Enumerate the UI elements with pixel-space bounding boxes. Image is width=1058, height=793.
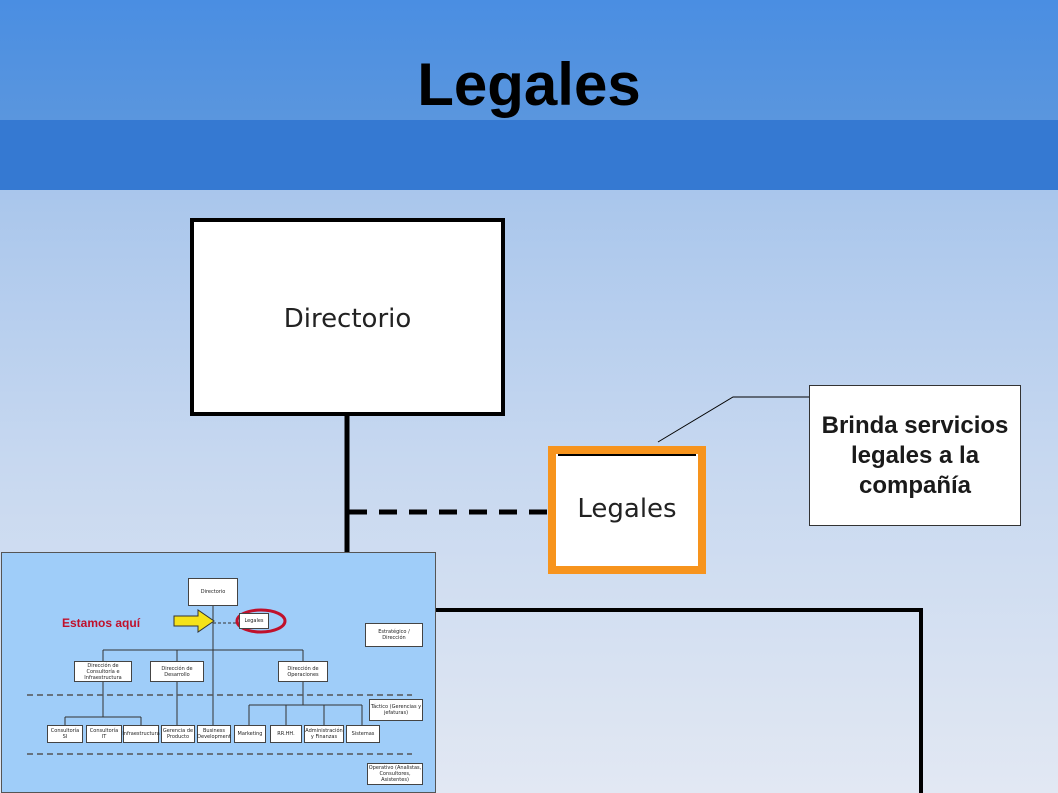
directorio-label: Directorio [283, 304, 412, 334]
callout-box: Brinda servicios legales a la compañía [809, 385, 1021, 526]
legales-box-highlighted: Legales [548, 446, 706, 574]
thumb-level-estrategico: Estratégico / Dirección [365, 623, 423, 647]
legales-box-top-line [558, 454, 696, 456]
thumb-level-tactico: Táctico (Gerencias y jefaturas) [369, 699, 423, 721]
slide-title: Legales [417, 51, 641, 118]
lower-box-outline [436, 608, 923, 793]
you-are-here-label: Estamos aquí [62, 616, 141, 630]
callout-leader-line [657, 396, 809, 443]
thumb-infraestructura: Infraestructura [122, 725, 160, 743]
thumbnail-lines [27, 606, 412, 755]
thumb-dir-desarrollo: Dirección de Desarrollo [150, 661, 204, 682]
thumb-administracion: Administración y Finanzas [304, 725, 344, 743]
thumb-consultoria-it: Consultoría IT [86, 725, 122, 743]
thumb-dir-operaciones: Dirección de Operaciones [278, 661, 328, 682]
header-band [0, 0, 1058, 120]
thumb-rrhh: RR.HH. [270, 725, 302, 743]
thumb-level-operativo: Operativo (Analistas, Consultores, Asist… [367, 763, 423, 785]
thumb-directorio: Directorio [188, 578, 238, 606]
directorio-box: Directorio [190, 218, 505, 416]
thumb-gerencia-producto: Gerencia de Producto [161, 725, 195, 743]
thumb-business-development: Business Development [197, 725, 231, 743]
thumb-consultoria-si: Consultoría SI [47, 725, 83, 743]
thumb-sistemas: Sistemas [346, 725, 380, 743]
thumb-legales: Legales [239, 613, 269, 629]
slide-header: Legales [0, 0, 1058, 190]
here-marker-circle [235, 608, 287, 634]
legales-label: Legales [577, 494, 677, 524]
callout-text: Brinda servicios legales a la compañía [821, 411, 1009, 499]
org-chart-thumbnail: Directorio Legales Dirección de Consulto… [1, 552, 436, 793]
thumb-marketing: Marketing [234, 725, 266, 743]
you-are-here-arrow-icon [173, 609, 215, 633]
thumb-dir-consultoria: Dirección de Consultoría e Infraestructu… [74, 661, 132, 682]
